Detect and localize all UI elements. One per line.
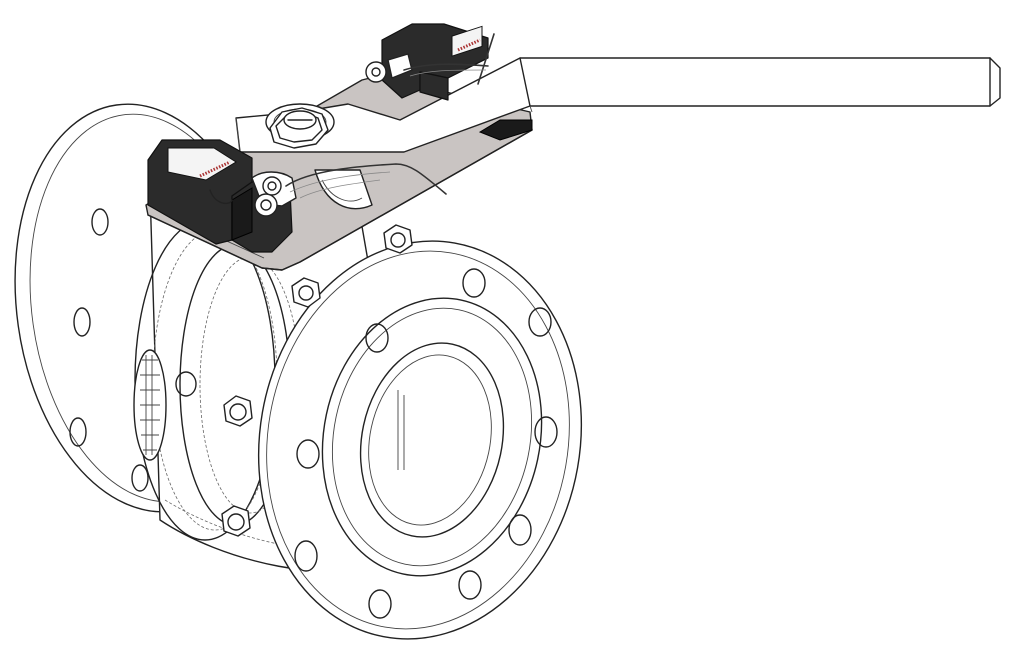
rear-flange-bolt-holes xyxy=(69,208,149,492)
front-flange-bolt-holes xyxy=(294,268,558,619)
lever-handle xyxy=(235,57,1001,153)
stem-nut xyxy=(265,103,335,149)
front-flange xyxy=(257,240,583,640)
hex-nut-icon xyxy=(291,277,321,308)
limit-switch-rear xyxy=(365,23,495,101)
hex-nut-icon xyxy=(223,395,253,427)
flange-bolts xyxy=(221,224,413,537)
hex-nut-icon xyxy=(221,505,251,537)
limit-switch-front xyxy=(147,139,447,253)
hex-nut-icon xyxy=(383,224,413,254)
